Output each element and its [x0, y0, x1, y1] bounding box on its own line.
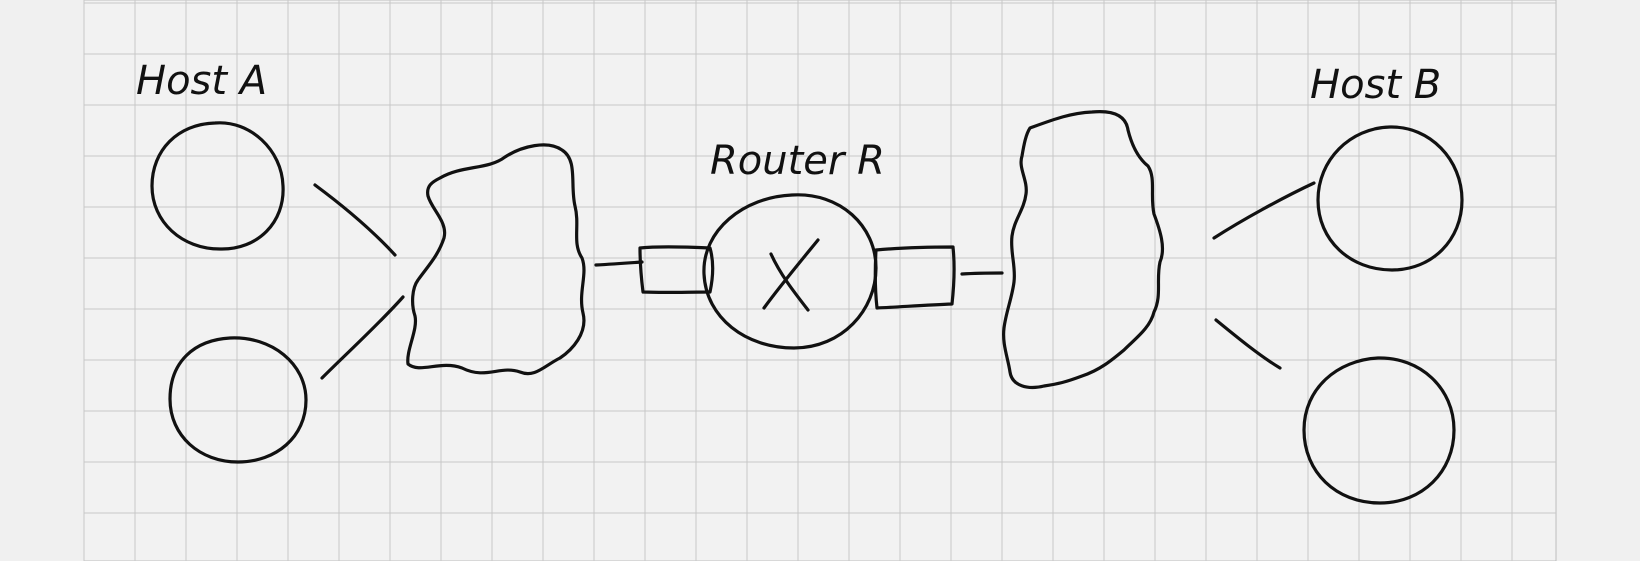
router-circle — [702, 193, 878, 350]
grid-paper — [83, 0, 1557, 561]
link-host-a-top — [313, 183, 397, 257]
link-router-to-right-cloud — [960, 271, 1004, 276]
grid-lines — [83, 0, 1556, 561]
host-a-bottom-circle — [168, 336, 308, 464]
host-b-top-circle — [1316, 125, 1464, 272]
router-x-icon-stroke-2 — [762, 238, 820, 310]
host-b-bottom-circle — [1302, 356, 1456, 505]
router-x-icon — [769, 252, 810, 312]
link-host-a-bottom — [320, 295, 405, 380]
link-host-b-bottom — [1214, 318, 1282, 370]
router-label: Router R — [710, 138, 885, 184]
host-a-label: Host A — [136, 58, 267, 104]
router-left-interface — [638, 245, 715, 295]
host-a-top-circle — [150, 121, 285, 251]
right-network-cloud — [1002, 110, 1165, 390]
left-network-cloud — [406, 143, 586, 376]
host-b-label: Host B — [1310, 62, 1441, 108]
router-right-interface — [873, 245, 956, 310]
link-host-b-top — [1212, 181, 1316, 240]
link-left-cloud-to-router — [594, 260, 644, 267]
